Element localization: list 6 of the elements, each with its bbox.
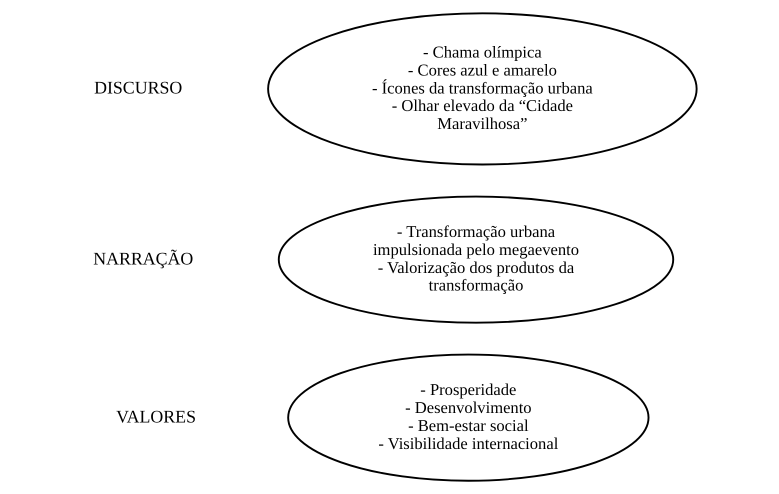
label: VALORES [116, 406, 196, 426]
node-ellipse: - Chama olímpica - Cores azul e amarelo - Ícones da transformação urbana - Olhar elevado da “Cidade Maravilhosa” [267, 12, 698, 166]
label: DISCURSO [94, 78, 182, 98]
label: NARRAÇÃO [93, 248, 194, 268]
node-ellipse: - Prosperidade - Desenvolvimento - Bem-estar social - Visibilidade internacional [287, 354, 650, 482]
node-ellipse: - Transformação urbana impulsionada pelo megaevento - Valorização dos produtos da transformação [278, 196, 674, 324]
